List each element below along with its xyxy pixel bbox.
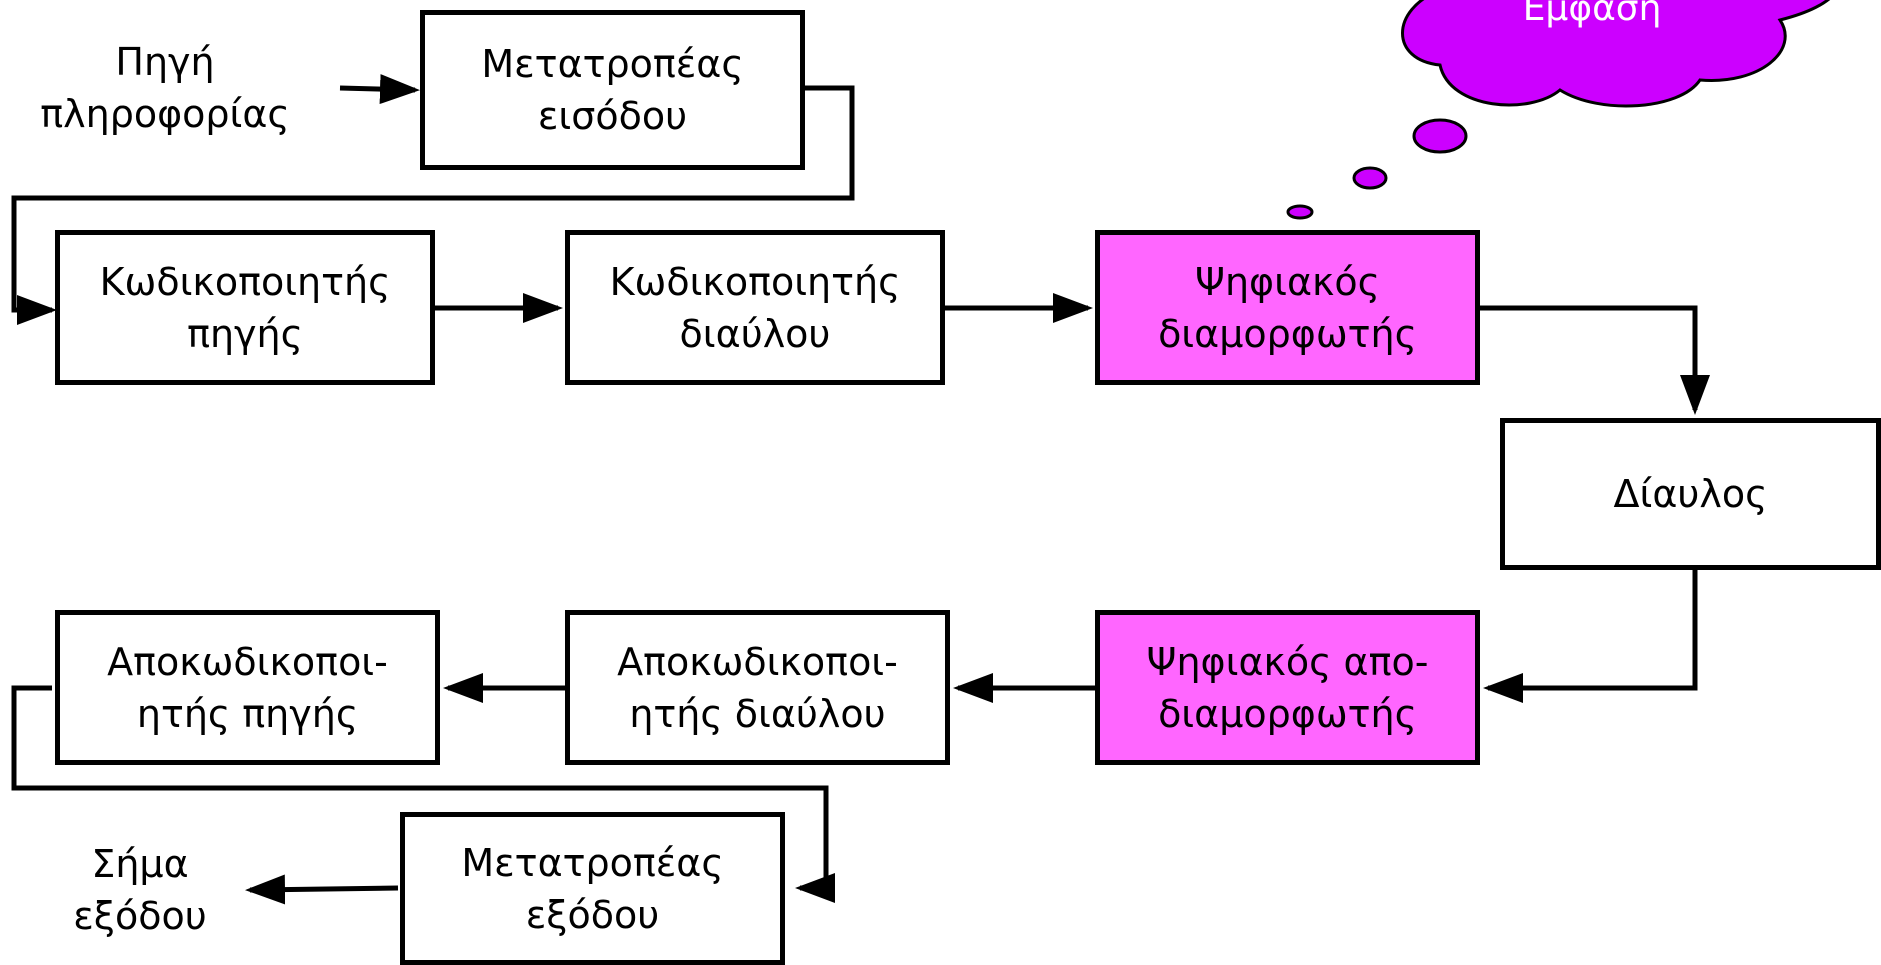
- output-label: Σήμα εξόδου: [40, 838, 240, 942]
- source-encoder-line2: πηγής: [187, 311, 303, 356]
- input-transducer-box: Μετατροπέας εισόδου: [420, 10, 805, 170]
- source-encoder-line1: Κωδικοποιητής: [99, 259, 391, 304]
- channel-encoder-box: Κωδικοποιητής διαύλου: [565, 230, 945, 385]
- input-transducer-line2: εισόδου: [537, 94, 688, 138]
- arrow-input-transducer-to-source-encoder: [11, 85, 855, 325]
- arrow-modulator-to-channel: [1472, 305, 1710, 415]
- digital-demodulator-line1: Ψηφιακός απο-: [1146, 639, 1429, 684]
- digital-modulator-line2: διαμορφωτής: [1158, 311, 1417, 356]
- thought-bubble-small: [1286, 204, 1314, 220]
- output-transducer-box: Μετατροπέας εξόδου: [400, 812, 785, 965]
- digital-modulator-box: Ψηφιακός διαμορφωτής: [1095, 230, 1480, 385]
- callout-cloud: [1286, 0, 1830, 220]
- source-decoder-line2: ητής πηγής: [136, 691, 359, 736]
- thought-bubble-large: [1412, 118, 1468, 154]
- source-label-line2: πληροφορίας: [40, 92, 290, 136]
- source-label: Πηγή πληροφορίας: [0, 36, 330, 140]
- source-decoder-box: Αποκωδικοποι- ητής πηγής: [55, 610, 440, 765]
- callout-text: Έμφαση: [1518, 0, 1662, 29]
- input-transducer-line1: Μετατροπέας: [481, 42, 744, 86]
- output-label-line2: εξόδου: [73, 894, 207, 938]
- channel-decoder-line2: ητής διαύλου: [629, 691, 886, 736]
- digital-demodulator-box: Ψηφιακός απο- διαμορφωτής: [1095, 610, 1480, 765]
- arrow-source-to-input-transducer: [339, 74, 420, 105]
- channel-encoder-line2: διαύλου: [679, 311, 831, 356]
- digital-demodulator-line2: διαμορφωτής: [1158, 691, 1417, 736]
- source-encoder-box: Κωδικοποιητής πηγής: [55, 230, 435, 385]
- output-label-line1: Σήμα: [91, 842, 189, 886]
- output-transducer-line2: εξόδου: [525, 892, 660, 937]
- arrow-output-transducer-to-output: [245, 874, 399, 905]
- arrow-channel-to-demodulator: [1483, 570, 1698, 703]
- digital-modulator-line1: Ψηφιακός: [1195, 259, 1380, 304]
- channel-line1: Δίαυλος: [1613, 472, 1768, 516]
- channel-box: Δίαυλος: [1500, 418, 1881, 570]
- arrow-source-decoder-to-output-transducer: [11, 685, 835, 903]
- channel-decoder-line1: Αποκωδικοποι-: [617, 639, 898, 684]
- output-transducer-line1: Μετατροπέας: [461, 840, 724, 885]
- source-decoder-line1: Αποκωδικοποι-: [107, 639, 388, 684]
- source-label-line1: Πηγή: [115, 40, 215, 84]
- channel-encoder-line1: Κωδικοποιητής: [609, 259, 901, 304]
- thought-bubble-medium: [1352, 166, 1388, 190]
- channel-decoder-box: Αποκωδικοποι- ητής διαύλου: [565, 610, 950, 765]
